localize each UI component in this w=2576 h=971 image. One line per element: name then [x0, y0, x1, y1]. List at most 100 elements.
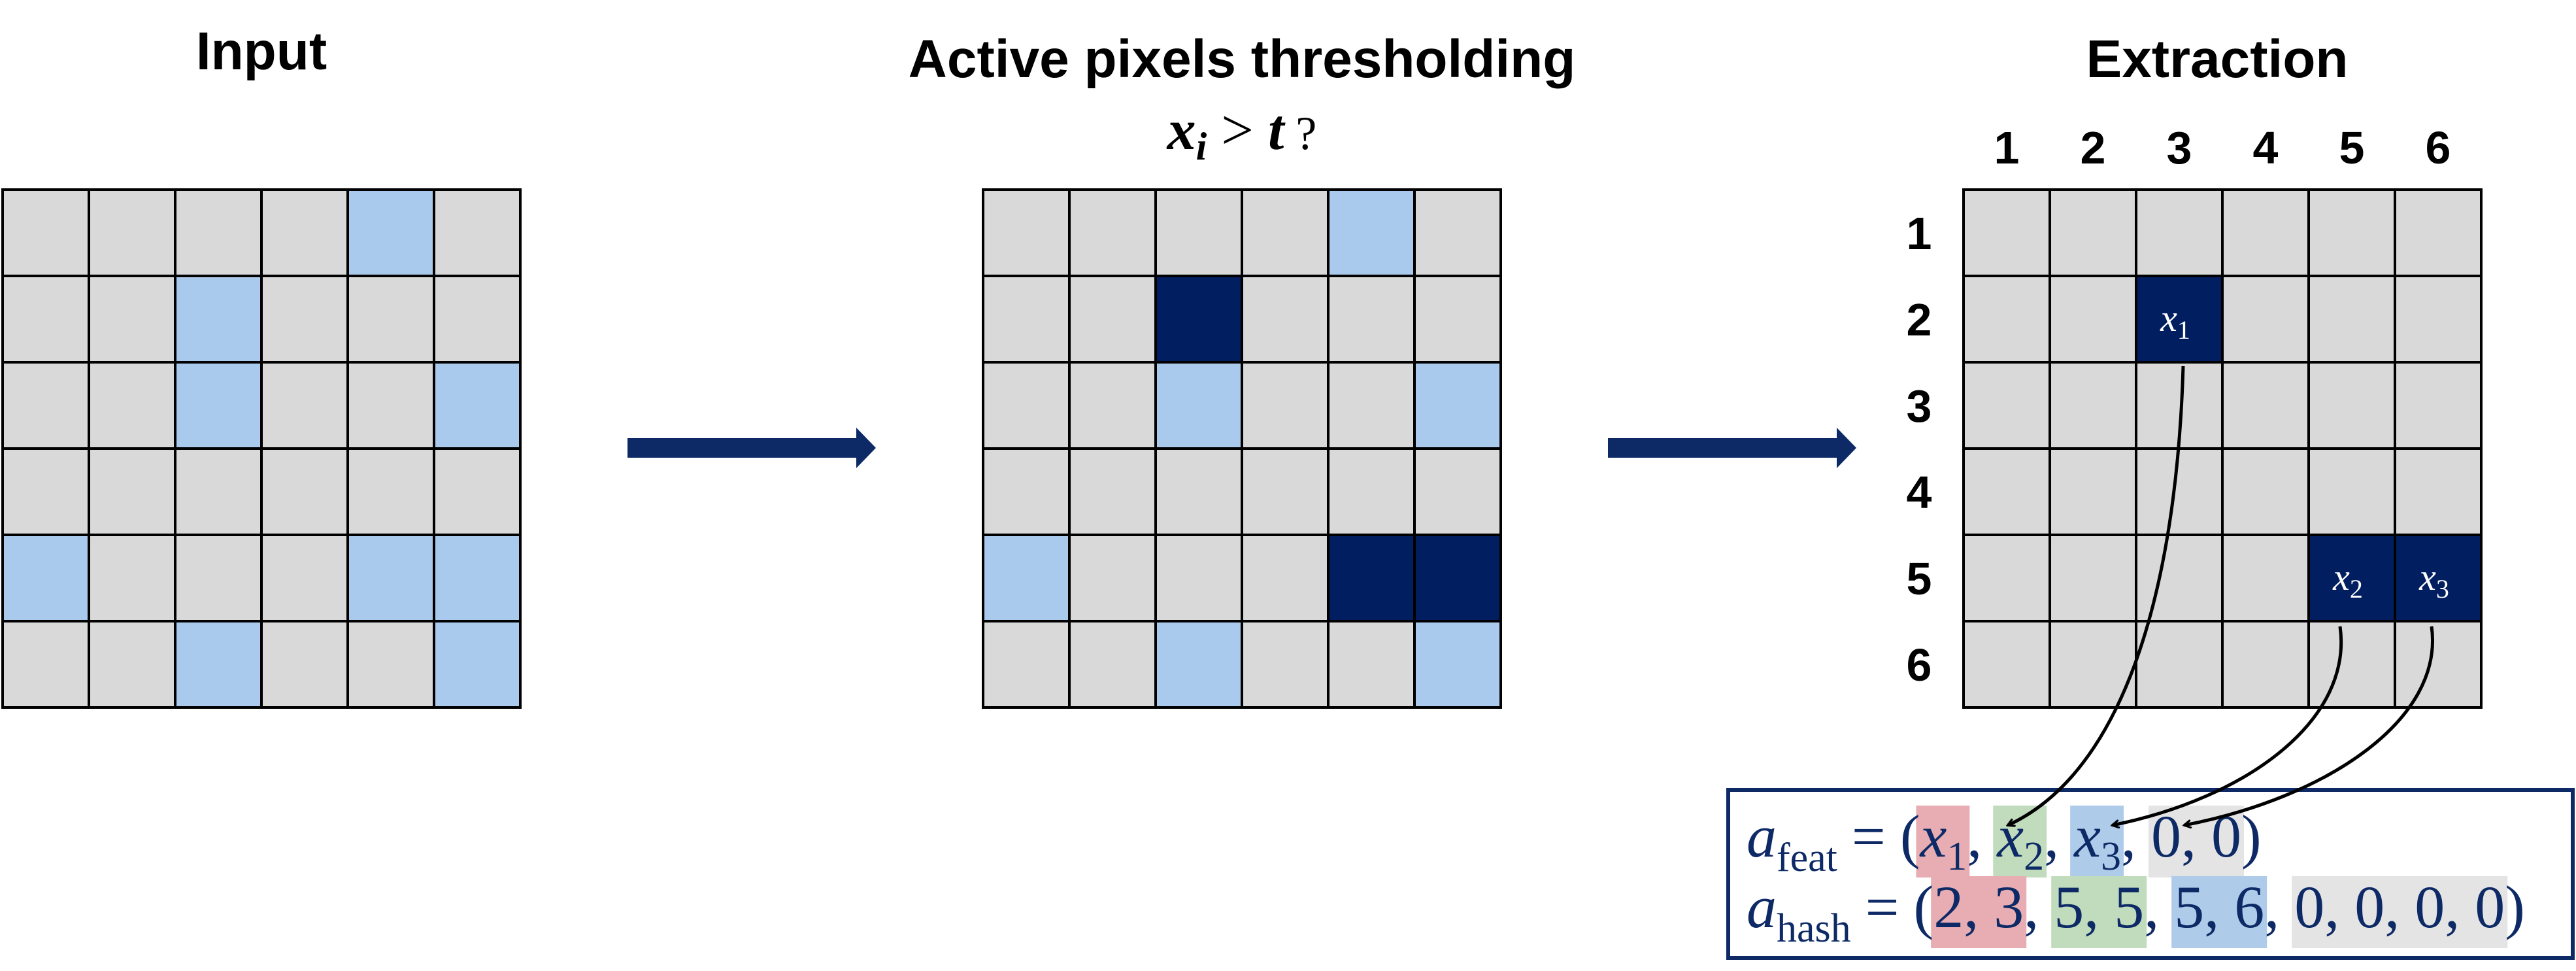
hash-highlight-1 [1931, 876, 2027, 948]
hash-item-2: 5, 5 [2054, 874, 2144, 940]
hash-item-padding: 0, 0, 0, 0 [2294, 874, 2505, 940]
extraction-cell-r2-c4-inactive [2221, 275, 2310, 364]
extraction-cell-r4-c1-inactive [1962, 447, 2051, 536]
extraction-cell-r3-c5-inactive [2307, 361, 2396, 450]
input-cell-r2-c2-inactive [88, 275, 176, 364]
mapping-arrow-x2 [2113, 626, 2343, 825]
input-cell-r3-c1-inactive [1, 361, 90, 450]
extraction-cell-r4-c3-inactive [2135, 447, 2224, 536]
input-cell-r5-c5-candidate [346, 534, 435, 622]
hash-highlight-3 [2171, 876, 2267, 948]
threshold-cell-r2-c5-inactive [1327, 275, 1416, 364]
input-cell-r4-c2-inactive [88, 447, 176, 536]
threshold-cell-r3-c6-candidate [1413, 361, 1502, 450]
threshold-cell-r3-c5-inactive [1327, 361, 1416, 450]
input-title: Input [196, 22, 327, 81]
input-cell-r3-c5-inactive [346, 361, 435, 450]
row-label-6: 6 [1907, 639, 1932, 690]
extraction-cell-r1-c4-inactive [2221, 188, 2310, 277]
threshold-cell-r1-c3-inactive [1154, 188, 1243, 277]
row-label-4: 4 [1907, 467, 1932, 518]
input-grid [1, 188, 522, 709]
threshold-cell-r3-c2-inactive [1068, 361, 1157, 450]
input-cell-r3-c4-inactive [260, 361, 349, 450]
extraction-title: Extraction [2086, 29, 2349, 89]
column-label-5: 5 [2339, 122, 2365, 173]
threshold-cell-r5-c3-inactive [1154, 534, 1243, 622]
feat-lhs-var: a [1747, 803, 1777, 870]
threshold-cell-r6-c5-inactive [1327, 620, 1416, 709]
feat-highlight-4 [2148, 806, 2244, 877]
input-cell-r6-c3-candidate [174, 620, 263, 709]
input-cell-r2-c1-inactive [1, 275, 90, 364]
threshold-cell-r5-c4-inactive [1241, 534, 1330, 622]
feat-close: ) [2241, 803, 2262, 870]
input-cell-r4-c6-inactive [433, 447, 522, 536]
input-cell-r4-c5-inactive [346, 447, 435, 536]
threshold-cell-r5-c1-candidate [982, 534, 1071, 622]
extraction-cell-r1-c3-inactive [2135, 188, 2224, 277]
input-cell-r6-c1-inactive [1, 620, 90, 709]
extraction-cell-r5-c4-inactive [2221, 534, 2310, 622]
input-cell-r6-c2-inactive [88, 620, 176, 709]
threshold-grid [982, 188, 1502, 709]
feat-highlight-3 [2070, 806, 2124, 877]
column-label-6: 6 [2426, 122, 2451, 173]
threshold-cell-r2-c1-inactive [982, 275, 1071, 364]
threshold-cell-r1-c2-inactive [1068, 188, 1157, 277]
input-cell-r1-c4-inactive [260, 188, 349, 277]
extraction-cell-r5-c1-inactive [1962, 534, 2051, 622]
input-cell-r6-c6-candidate [433, 620, 522, 709]
threshold-formula: xi>t? [1166, 99, 1317, 168]
formula-op: > [1221, 99, 1254, 162]
feat-item-2-var: x [1996, 803, 2024, 870]
row-label-3: 3 [1907, 381, 1932, 432]
input-cell-r5-c4-inactive [260, 534, 349, 622]
arrow-input-to-threshold [627, 428, 876, 468]
feat-lhs-sub: feat [1777, 836, 1837, 880]
input-cell-r1-c3-inactive [174, 188, 263, 277]
threshold-title: Active pixels thresholding [909, 29, 1576, 89]
column-label-4: 4 [2253, 122, 2279, 173]
extraction-cell-r1-c5-inactive [2307, 188, 2396, 277]
threshold-cell-r1-c6-inactive [1413, 188, 1502, 277]
threshold-cell-r4-c6-inactive [1413, 447, 1502, 536]
column-label-3: 3 [2167, 122, 2192, 173]
input-cell-r1-c2-inactive [88, 188, 176, 277]
extraction-cell-r3-c4-inactive [2221, 361, 2310, 450]
extraction-cell-r1-c6-inactive [2394, 188, 2483, 277]
input-cell-r3-c2-inactive [88, 361, 176, 450]
threshold-cell-r1-c5-candidate [1327, 188, 1416, 277]
extraction-cell-r6-c3-inactive [2135, 620, 2224, 709]
threshold-cell-r6-c2-inactive [1068, 620, 1157, 709]
input-cell-r1-c5-candidate [346, 188, 435, 277]
threshold-cell-r1-c1-inactive [982, 188, 1071, 277]
feature-equation: afeat=(x1, x2, x3, 0, 0) [1747, 803, 2262, 880]
input-cell-r2-c3-candidate [174, 275, 263, 364]
threshold-cell-r5-c5-active [1327, 534, 1416, 622]
extraction-cell-r3-c1-inactive [1962, 361, 2051, 450]
threshold-cell-r1-c4-inactive [1241, 188, 1330, 277]
extraction-cell-r6-c4-inactive [2221, 620, 2310, 709]
feat-item-1-sub: 1 [1947, 834, 1967, 879]
input-cell-r5-c3-inactive [174, 534, 263, 622]
extracted-cell-label-1: x1 [2160, 297, 2190, 345]
extraction-cell-r4-c2-inactive [2049, 447, 2137, 536]
column-label-2: 2 [2081, 122, 2106, 173]
extracted-cell-label-3: x3 [2418, 556, 2449, 604]
extracted-cell-label-2: x2 [2332, 556, 2363, 604]
threshold-cell-r4-c2-inactive [1068, 447, 1157, 536]
extraction-cell-r1-c1-inactive [1962, 188, 2051, 277]
extraction-cell-r2-c1-inactive [1962, 275, 2051, 364]
threshold-cell-r4-c4-inactive [1241, 447, 1330, 536]
extraction-cell-r6-c5-inactive [2307, 620, 2396, 709]
input-cell-r6-c5-inactive [346, 620, 435, 709]
equation-highlights [1916, 806, 2508, 948]
formula-var: x [1166, 99, 1196, 162]
threshold-cell-r6-c3-candidate [1154, 620, 1243, 709]
hash-lhs-var: a [1747, 874, 1777, 940]
row-label-1: 1 [1907, 208, 1932, 259]
